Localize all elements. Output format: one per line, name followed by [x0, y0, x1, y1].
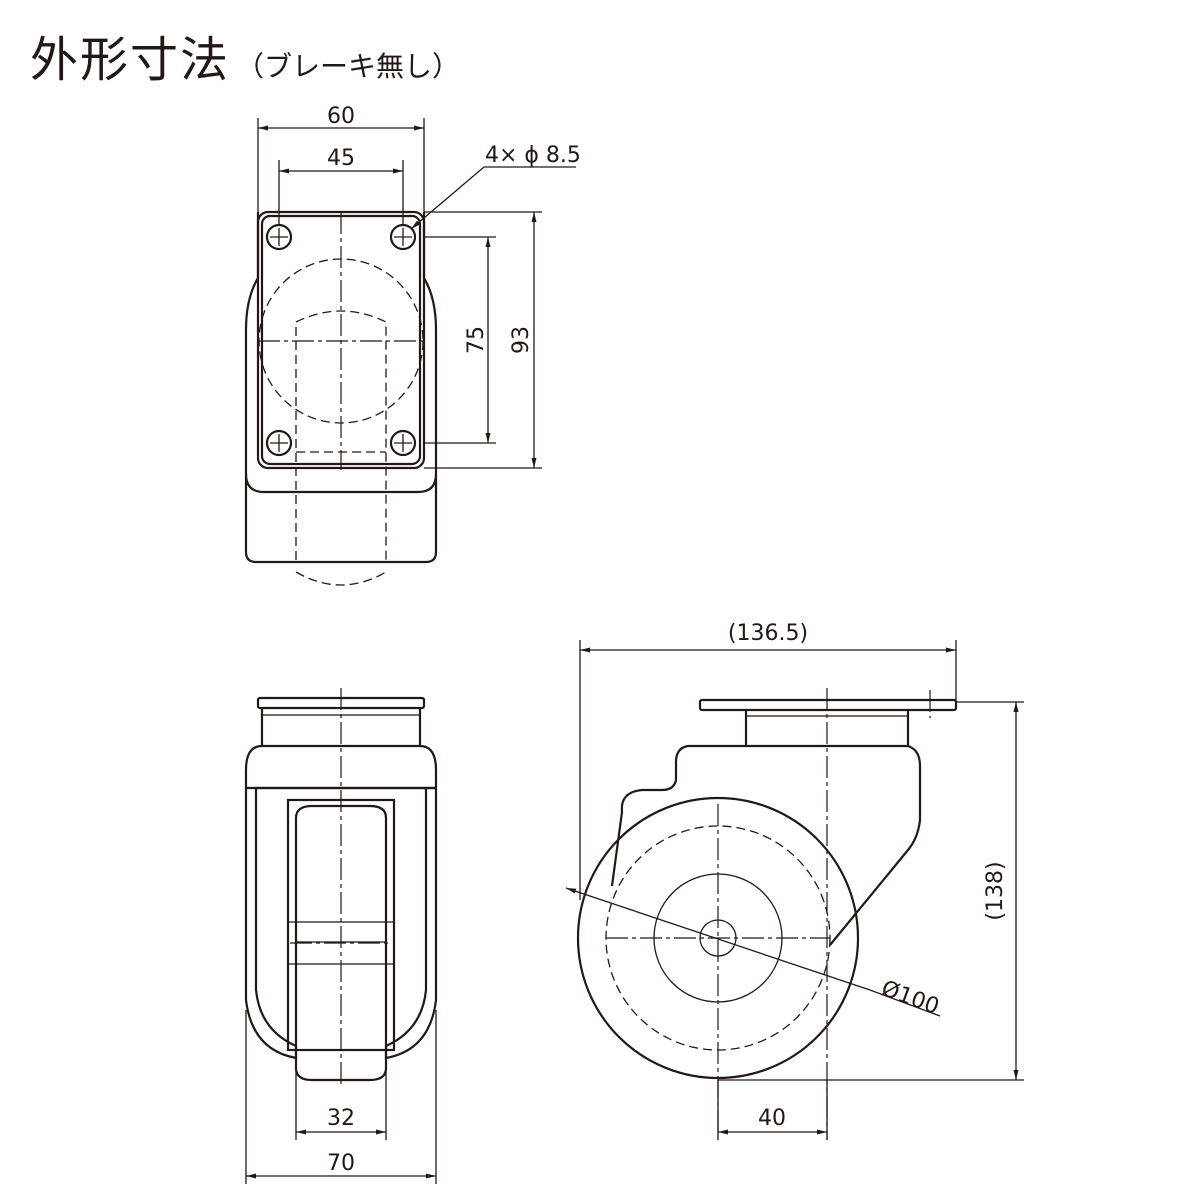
top-wheel-hidden: [295, 310, 387, 560]
top-view: 60 45 4× ϕ 8.5 75 93: [244, 104, 581, 586]
front-view: 32 70: [244, 688, 438, 1184]
title-sub: （ブレーキ無し）: [236, 50, 461, 83]
hole-note: 4× ϕ 8.5: [485, 143, 581, 168]
dim-wheel-diameter: Ø100: [878, 976, 942, 1020]
dim-overall-height: (138): [983, 861, 1008, 920]
dim-hole-pitch-y: 75: [464, 326, 489, 354]
side-view: Ø100 (136.5) (138) 40: [565, 621, 1024, 1140]
dim-plate-width: 60: [327, 104, 355, 129]
top-bracket-outline: [244, 212, 438, 564]
side-bracket: [610, 744, 922, 946]
title-main: 外形寸法: [30, 32, 231, 88]
dim-plate-length: 93: [509, 326, 534, 354]
dim-bracket-width: 70: [327, 1151, 355, 1176]
mount-hole-bl: [265, 429, 293, 457]
drawing-title: 外形寸法（ブレーキ無し）: [30, 20, 460, 90]
mount-hole-br: [389, 429, 417, 457]
hole-leader: [410, 166, 576, 230]
dim-offset: 40: [758, 1106, 786, 1131]
front-wheel: [294, 804, 388, 1082]
dim-hole-pitch-x: 45: [327, 146, 355, 171]
dim-wheel-width: 32: [327, 1106, 355, 1131]
diameter-leader: [565, 887, 871, 991]
front-swivel-head: [260, 708, 422, 748]
top-wheel-bottom-hidden: [295, 571, 387, 586]
side-top-plate: [698, 698, 958, 712]
side-swivel-head: [744, 710, 910, 748]
top-base-ring: [244, 473, 438, 494]
dim-swivel-radius: (136.5): [728, 621, 808, 646]
